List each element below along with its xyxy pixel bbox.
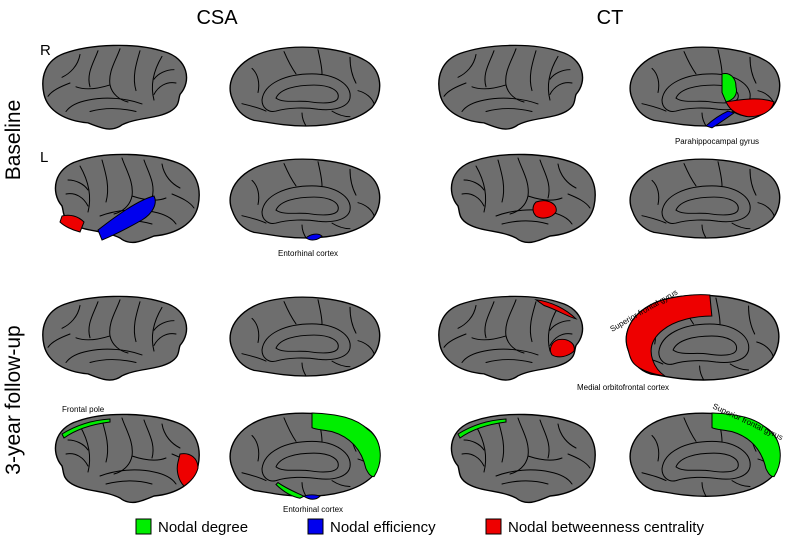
column-title-csa: CSA [196, 7, 238, 29]
legend-swatch-nodal-degree [135, 518, 152, 535]
brain-csa-followup-right-lateral [42, 295, 188, 381]
hemisphere-label-left: L [40, 149, 48, 166]
region-nodal-degree [711, 412, 781, 478]
brain-ct-baseline-right-lateral [438, 44, 584, 130]
region-nodal-efficiency [705, 110, 736, 129]
brain-ct-followup-right-medial [625, 294, 780, 381]
region-nodal-degree [311, 412, 381, 478]
brain-csa-followup-left-medial [229, 412, 381, 500]
annotation-parahippocampal: Parahippocampal gyrus [675, 137, 759, 146]
legend-label-betweenness: Nodal betweenness centrality [508, 519, 704, 536]
brain-csa-baseline-right-medial [229, 46, 381, 127]
region-betweenness [625, 294, 713, 377]
row-title-followup: 3-year follow-up [2, 325, 25, 474]
brain-ct-followup-left-lateral [450, 413, 596, 504]
brain-csa-baseline-left-lateral [54, 153, 200, 244]
legend-label-nodal-degree: Nodal degree [158, 519, 248, 536]
brain-csa-baseline-left-medial [229, 158, 381, 241]
legend-swatch-nodal-efficiency [307, 518, 324, 535]
legend-label-nodal-efficiency: Nodal efficiency [330, 519, 436, 536]
region-nodal-efficiency [305, 233, 323, 241]
region-nodal-efficiency [303, 494, 321, 500]
annotation-frontal-pole: Frontal pole [62, 405, 105, 414]
brain-csa-baseline-right-lateral [42, 44, 188, 130]
region-nodal-degree [275, 481, 306, 499]
region-betweenness [534, 299, 578, 320]
region-nodal-degree [457, 418, 507, 439]
region-betweenness [549, 338, 575, 358]
annotation-entorhinal-baseline: Entorhinal cortex [278, 249, 338, 258]
region-betweenness [532, 200, 557, 219]
brain-ct-followup-right-lateral [438, 295, 584, 381]
region-betweenness [176, 453, 199, 487]
brain-csa-followup-left-lateral [54, 413, 200, 504]
brain-ct-followup-left-medial [629, 412, 781, 497]
brain-csa-followup-right-medial [229, 296, 381, 377]
region-nodal-efficiency [97, 195, 156, 241]
brain-ct-baseline-left-medial [629, 158, 781, 239]
brain-ct-baseline-left-lateral [450, 153, 596, 244]
column-title-ct: CT [597, 7, 624, 29]
row-title-baseline: Baseline [2, 100, 25, 181]
annotation-entorhinal-followup: Entorhinal cortex [283, 505, 343, 514]
legend: Nodal degree Nodal efficiency Nodal betw… [135, 518, 704, 536]
annotation-medial-orbitofrontal: Medial orbitofrontal cortex [577, 383, 669, 392]
region-nodal-degree [61, 418, 111, 439]
legend-swatch-betweenness [485, 518, 502, 535]
brain-ct-baseline-right-medial [629, 46, 781, 129]
region-betweenness [725, 98, 775, 118]
region-betweenness [59, 214, 85, 233]
hemisphere-label-right: R [40, 42, 51, 59]
